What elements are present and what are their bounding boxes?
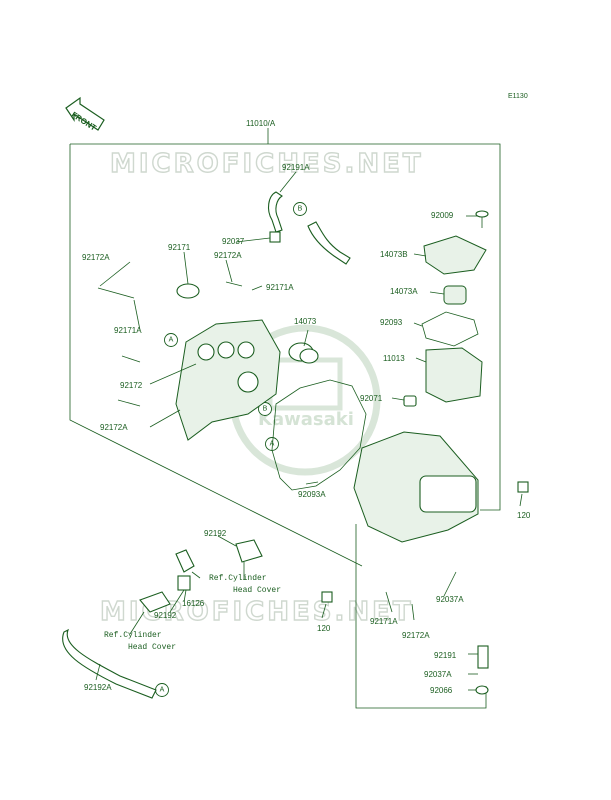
label-92172a-bottom-right: 92172A <box>402 631 430 640</box>
clamp-92037 <box>269 231 281 243</box>
label-92066: 92066 <box>430 686 453 695</box>
ref-cylinder-head-cover-1-line1: Ref.Cylinder <box>209 574 267 583</box>
label-14073a: 14073A <box>390 287 418 296</box>
label-11013: 11013 <box>383 354 405 363</box>
duct-14073-inner <box>299 348 319 364</box>
breather-hose-upper <box>267 191 283 233</box>
label-92172a-bottom: 92172A <box>100 423 128 432</box>
seal-14073a <box>443 285 467 305</box>
callout-markers: B B A A A <box>155 202 307 697</box>
label-92071: 92071 <box>360 394 383 403</box>
hose-92191 <box>477 645 489 669</box>
bolt-92009-head <box>475 210 489 218</box>
label-92192-upper: 92192 <box>204 529 227 538</box>
gasket-92093a <box>271 379 367 491</box>
label-92172: 92172 <box>120 381 143 390</box>
clamp-92171 <box>176 283 200 299</box>
label-92009: 92009 <box>431 211 454 220</box>
callout-b-mid <box>258 402 272 416</box>
plug-92066 <box>475 685 489 695</box>
label-92192a: 92192A <box>84 683 112 692</box>
label-120-bottom: 120 <box>317 624 331 633</box>
screw-92172a-upper <box>225 281 243 287</box>
cover-port-4 <box>237 371 259 393</box>
label-92192-lower: 92192 <box>154 611 177 620</box>
gasket-92093 <box>421 311 479 347</box>
part-labels: 11010/A 92191A 92037 92172A 92171 92172A… <box>82 119 531 695</box>
breather-hose-lower <box>307 221 351 265</box>
cover-14073b <box>423 235 487 275</box>
cover-port-1 <box>197 343 215 361</box>
callout-b-top-label: B <box>298 206 303 213</box>
label-92171a-upper: 92171A <box>266 283 294 292</box>
diagram-code: E1130 <box>508 93 528 100</box>
label-92037: 92037 <box>222 237 245 246</box>
bolt-120-bottom <box>321 591 333 603</box>
callout-a-left-label: A <box>169 337 174 344</box>
front-arrow-icon: FRONT <box>65 96 105 133</box>
label-14073: 14073 <box>294 317 317 326</box>
label-92172a-left: 92172A <box>82 253 110 262</box>
bolt-120-right <box>517 481 529 493</box>
callout-b-mid-label: B <box>263 406 268 413</box>
label-92037a-upper: 92037A <box>436 595 464 604</box>
label-92191: 92191 <box>434 651 457 660</box>
fitting-92192 <box>175 549 195 573</box>
ref-cylinder-head-cover-2-line1: Ref.Cylinder <box>104 631 162 640</box>
cover-port-2 <box>217 341 235 359</box>
parts <box>62 191 529 699</box>
kawasaki-logo-text: Kawasaki <box>258 409 354 430</box>
screw-92172a-bottom <box>117 399 141 407</box>
label-92093: 92093 <box>380 318 403 327</box>
label-16126: 16126 <box>182 599 205 608</box>
label-92171: 92171 <box>168 243 191 252</box>
label-14073b: 14073B <box>380 250 408 259</box>
label-92171a-bottom: 92171A <box>370 617 398 626</box>
callout-a-bottom-label: A <box>160 687 165 694</box>
label-11010a: 11010/A <box>246 119 276 128</box>
leader-lines <box>95 171 523 691</box>
hose-92192a <box>62 628 157 699</box>
label-92093a: 92093A <box>298 490 326 499</box>
housing-opening <box>419 475 477 513</box>
label-92172a-upper: 92172A <box>214 251 242 260</box>
callout-b-top <box>293 202 307 216</box>
air-cleaner-housing <box>353 431 479 543</box>
callout-a-left <box>164 333 178 347</box>
screw-92172 <box>121 355 141 363</box>
label-92191a: 92191A <box>282 163 310 172</box>
label-120-right: 120 <box>517 511 531 520</box>
watermark-top: MICROFICHES.NET <box>110 149 424 179</box>
filter-element-11013 <box>425 347 483 403</box>
cover-port-3 <box>237 341 255 359</box>
ref-cylinder-head-cover-1-line2: Head Cover <box>233 586 281 595</box>
label-92171a-left: 92171A <box>114 326 142 335</box>
grommet-92071 <box>403 395 417 407</box>
ref-cylinder-head-cover-2-line2: Head Cover <box>128 643 176 652</box>
label-92037a-lower: 92037A <box>424 670 452 679</box>
joint-16126 <box>177 575 191 591</box>
screw-92172a-top <box>97 287 135 299</box>
fitting-92192-upper <box>235 539 263 563</box>
fitting-92192-lower <box>139 591 171 613</box>
assembly-frame <box>69 128 501 709</box>
